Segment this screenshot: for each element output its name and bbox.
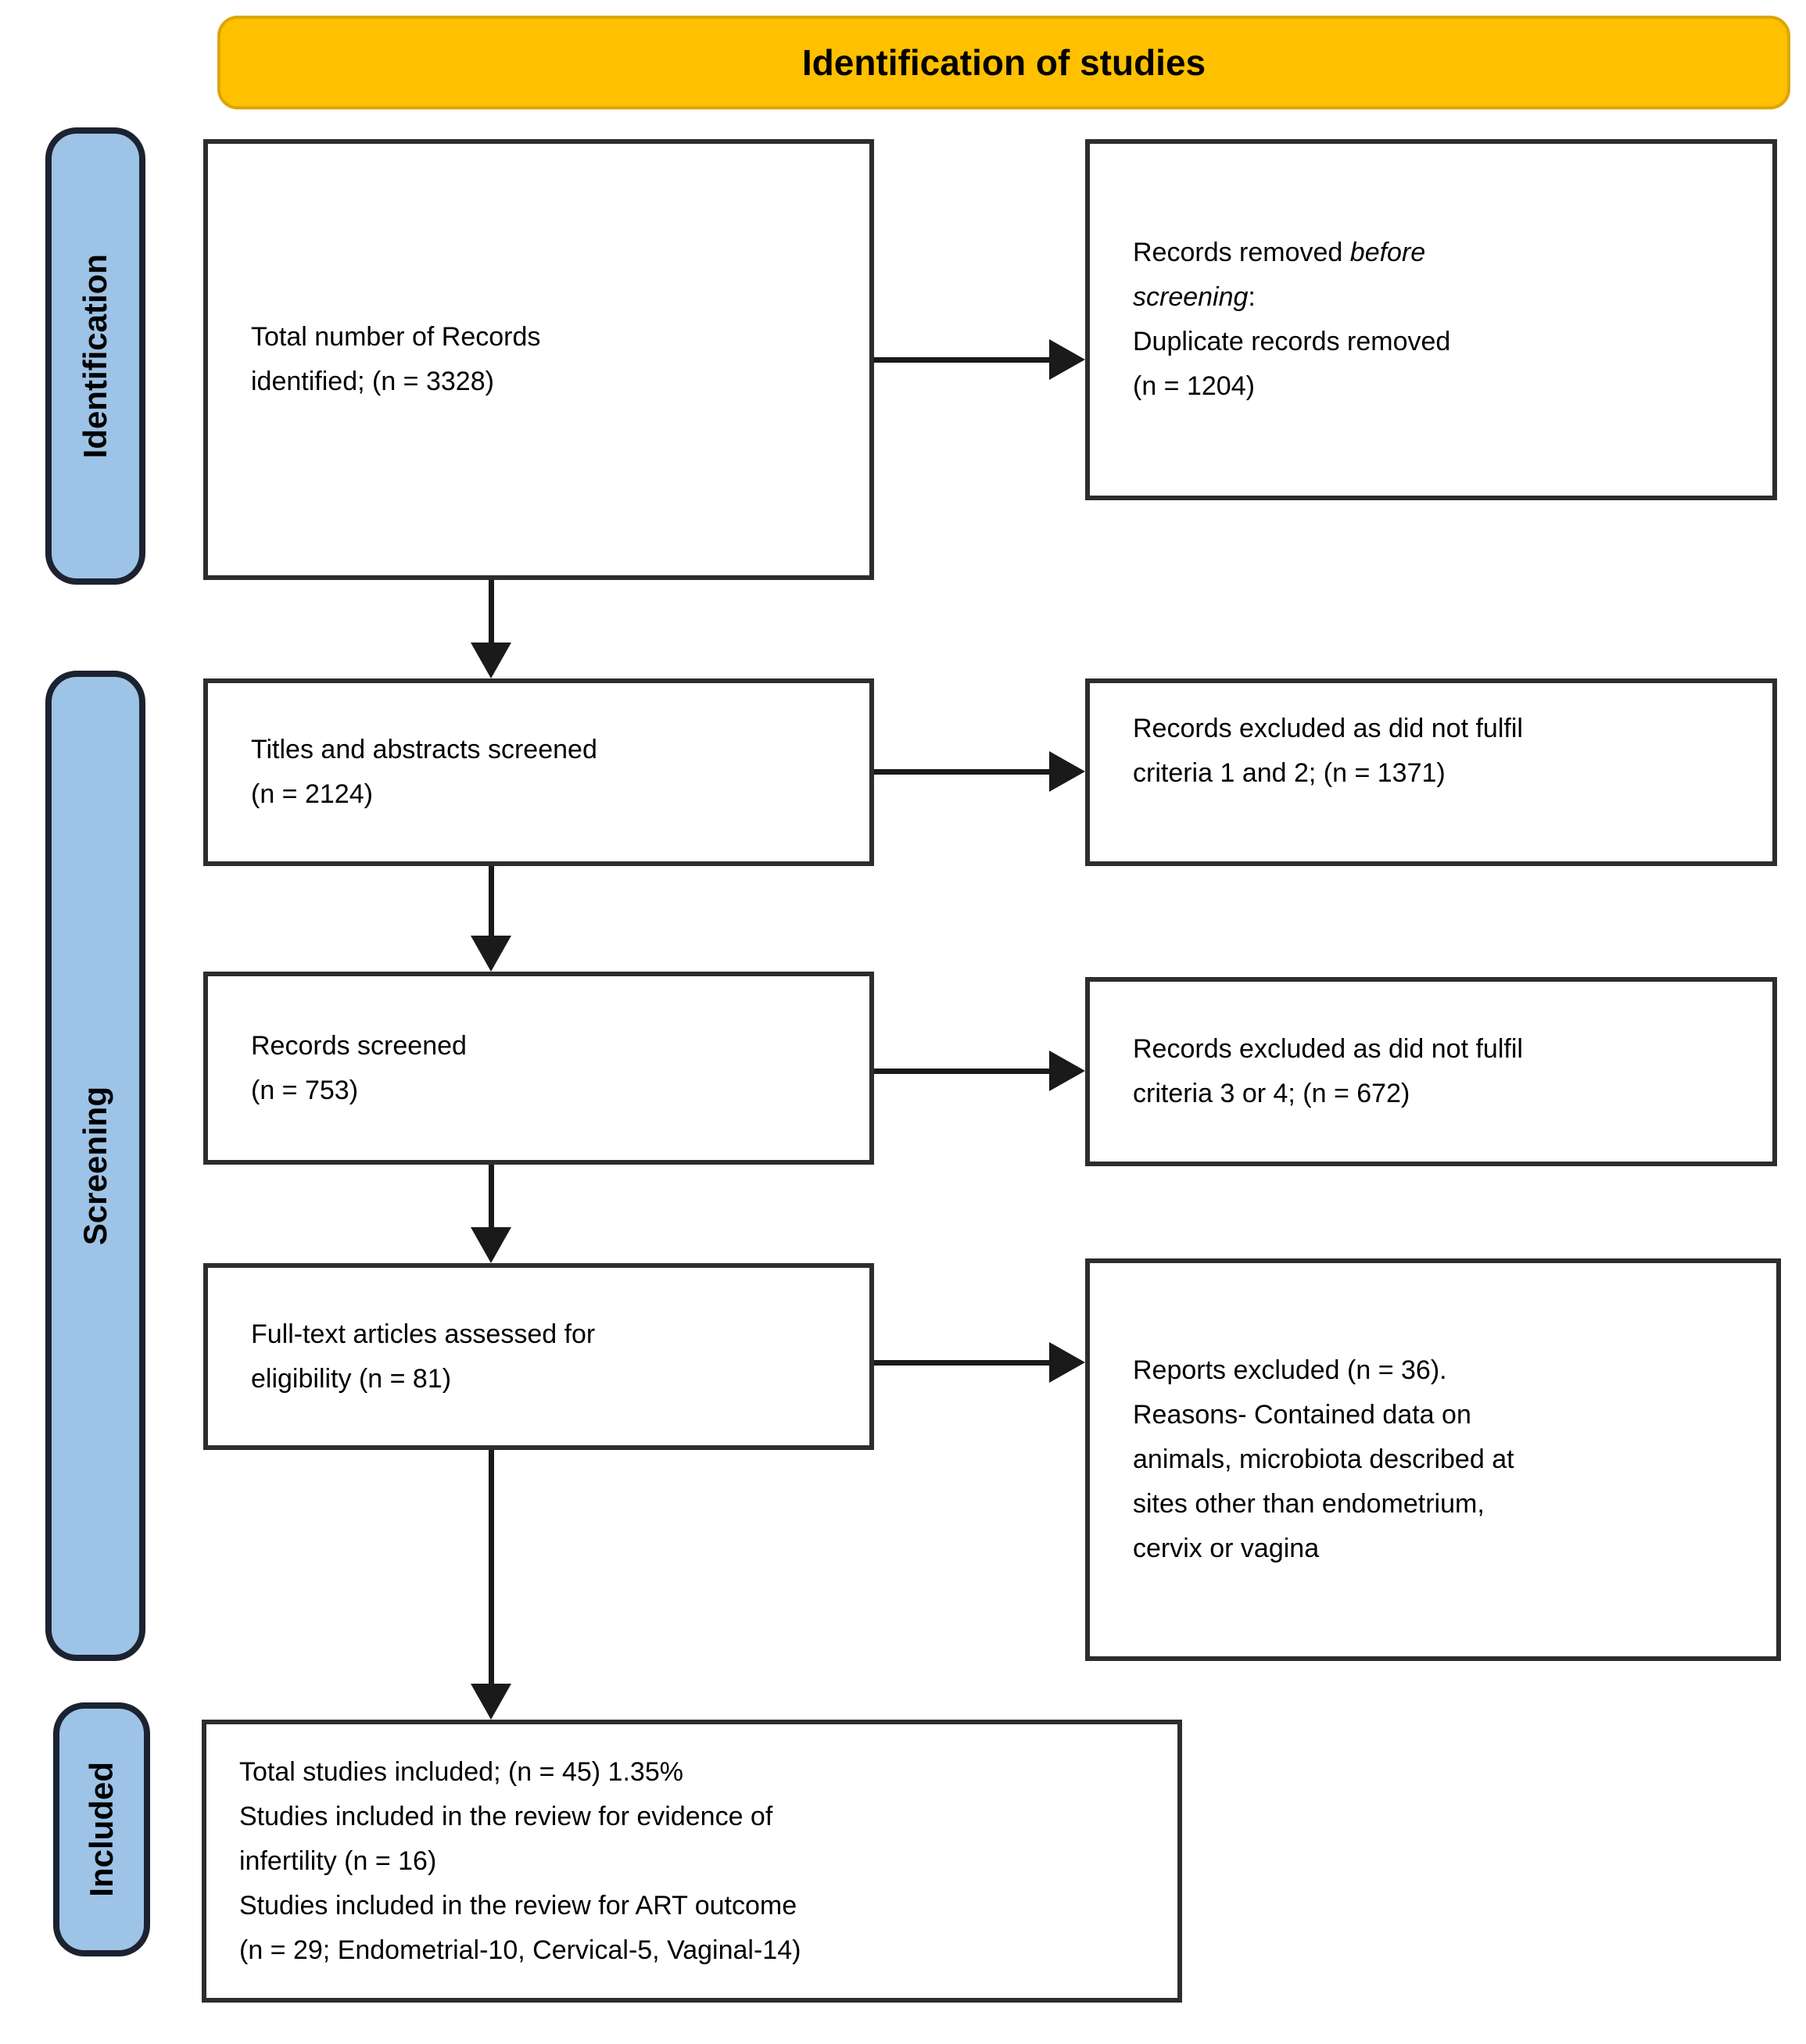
box-text-line: Full-text articles assessed for [251, 1319, 596, 1349]
box-text-line: identified; (n = 3328) [251, 367, 494, 396]
box-text-line: eligibility (n = 81) [251, 1363, 452, 1394]
stage-label-included: Included [53, 1702, 150, 1956]
arrow-right-identified-to-removed [874, 339, 1085, 380]
arrow-head [1049, 751, 1085, 792]
box-text-line: sites other than endometrium, [1133, 1489, 1485, 1519]
box-text-line: cervix or vagina [1133, 1534, 1320, 1563]
stage-label-screening-text: Screening [77, 1086, 113, 1246]
arrow-head [1049, 1342, 1085, 1383]
box-fulltext-assessed: Full-text articles assessed for eligibili… [203, 1263, 874, 1450]
box-text-line: (n = 1204) [1133, 371, 1255, 401]
box-text-line: infertility (n = 16) [239, 1845, 437, 1876]
arrow-shaft [489, 1450, 494, 1684]
arrow-shaft [874, 769, 1054, 775]
box-text-line: Records removed before [1133, 238, 1426, 267]
arrow-right-fulltext-to-reports-excluded [874, 1342, 1085, 1383]
arrow-shaft [874, 357, 1054, 363]
box-records-removed-before-screening: Records removed before screening: Duplicat… [1085, 139, 1777, 500]
box-text-line: (n = 2124) [251, 779, 373, 809]
arrow-head [471, 936, 511, 972]
arrow-down-fulltext-to-studies-included [471, 1450, 511, 1720]
box-text-line: (n = 29; Endometrial-10, Cervical-5, Vag… [239, 1935, 801, 1965]
stage-label-identification-text: Identification [77, 253, 113, 459]
box-studies-included: Total studies included; (n = 45) 1.35% St… [202, 1720, 1182, 2003]
arrow-shaft [489, 580, 494, 643]
arrow-down-identified-to-titles [471, 580, 511, 678]
box-text-line: Reports excluded (n = 36). [1133, 1355, 1447, 1385]
box-text-line: (n = 753) [251, 1075, 359, 1105]
arrow-right-titles-to-excluded-1-2 [874, 751, 1085, 792]
box-text-line: Records excluded as did not fulfil [1133, 714, 1523, 743]
stage-label-included-text: Included [83, 1762, 120, 1897]
box-text-line: Studies included in the review for evide… [239, 1801, 773, 1831]
box-text-line: screening: [1133, 282, 1256, 312]
arrow-down-titles-to-records-screened [471, 866, 511, 972]
box-text-line: Reasons- Contained data on [1133, 1400, 1471, 1430]
arrow-head [471, 1684, 511, 1720]
arrow-right-records-screened-to-excluded-3-4 [874, 1051, 1085, 1091]
stage-label-screening: Screening [45, 671, 145, 1661]
box-text-line: Titles and abstracts screened [251, 735, 597, 764]
box-titles-abstracts-screened: Titles and abstracts screened (n = 2124) [203, 678, 874, 866]
box-text-line: criteria 1 and 2; (n = 1371) [1133, 758, 1446, 788]
stage-label-identification: Identification [45, 127, 145, 585]
banner-label: Identification of studies [801, 42, 1206, 83]
box-text-line: animals, microbiota described at [1133, 1444, 1514, 1474]
arrow-shaft [489, 866, 494, 936]
arrow-head [1049, 339, 1085, 380]
box-text-line: Total studies included; (n = 45) 1.35% [239, 1756, 683, 1787]
box-records-screened: Records screened (n = 753) [203, 972, 874, 1165]
box-excluded-criteria-3-4: Records excluded as did not fulfil criter… [1085, 977, 1777, 1166]
box-text-line: Total number of Records [251, 322, 541, 352]
box-text-line: Duplicate records removed [1133, 327, 1451, 356]
box-text-line: Records excluded as did not fulfil [1133, 1034, 1523, 1064]
box-reports-excluded: Reports excluded (n = 36). Reasons- Conta… [1085, 1258, 1781, 1661]
box-records-identified: Total number of Records identified; (n = … [203, 139, 874, 580]
box-text-line: Records screened [251, 1030, 467, 1061]
arrow-shaft [874, 1069, 1054, 1074]
box-text-line: Studies included in the review for ART o… [239, 1890, 797, 1921]
arrow-head [471, 1227, 511, 1263]
box-excluded-criteria-1-2: Records excluded as did not fulfil criter… [1085, 678, 1777, 866]
arrow-shaft [489, 1165, 494, 1227]
arrow-head [1049, 1051, 1085, 1091]
arrow-down-records-screened-to-fulltext [471, 1165, 511, 1263]
box-text-line: criteria 3 or 4; (n = 672) [1133, 1079, 1410, 1108]
arrow-head [471, 643, 511, 678]
banner-identification-of-studies: Identification of studies [217, 16, 1790, 109]
arrow-shaft [874, 1360, 1054, 1366]
